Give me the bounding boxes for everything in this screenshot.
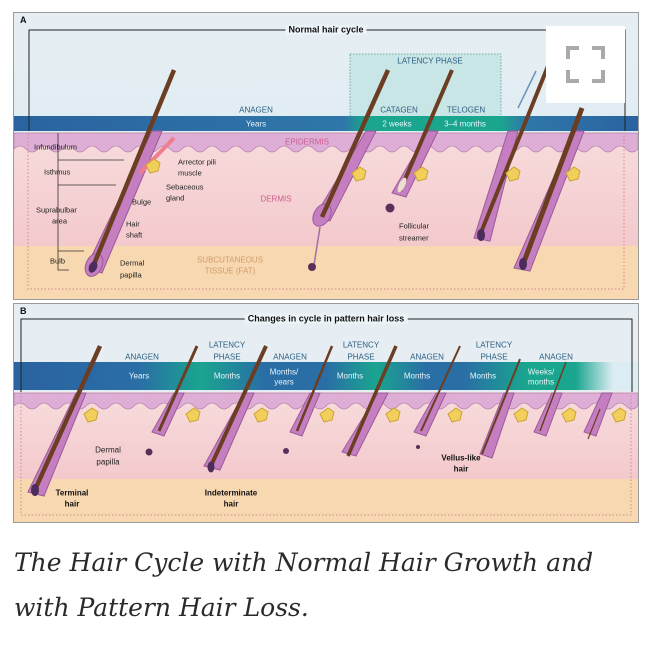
phase-duration: Months <box>213 371 241 381</box>
infundibulum-label: Infundibulum <box>34 142 77 152</box>
dermal-papilla-label: papilla <box>96 457 120 467</box>
panel-pattern-hair-loss: B Changes in cycle in pattern hair loss … <box>13 303 639 523</box>
subcutaneous-label: SUBCUTANEOUS <box>196 255 264 265</box>
epidermis-layer <box>14 132 638 153</box>
caption-line: with Pattern Hair Loss. <box>14 593 309 622</box>
isthmus-label: Isthmus <box>44 167 71 177</box>
phase-duration: Months/ <box>269 367 299 377</box>
follicular-streamer-label: streamer <box>399 233 429 243</box>
hair-shaft-label: Hair <box>126 219 140 229</box>
arrector-pili-label: Arrector pili <box>178 157 216 167</box>
phase-name: PHASE <box>480 352 508 362</box>
follicular-streamer-label: Follicular <box>399 221 430 231</box>
panel-title: Normal hair cycle <box>285 25 367 35</box>
phase-name: ANAGEN <box>125 352 159 362</box>
phase-name: ANAGEN <box>273 352 307 362</box>
phase-name: ANAGEN <box>410 352 444 362</box>
sebaceous-gland-label: gland <box>166 193 185 203</box>
panel-normal-hair-cycle: A Normal hair cycle LATENCY PHASE ANAGEN… <box>13 12 639 300</box>
terminal-hair-label: hair <box>64 499 80 509</box>
normal-cycle-illustration <box>14 13 638 299</box>
bulge-label: Bulge <box>132 197 152 207</box>
shedding-arrow <box>517 70 537 109</box>
phase-duration: Weeks/ <box>527 367 555 377</box>
epidermis-label: EPIDERMIS <box>284 137 330 147</box>
phase-name: PHASE <box>213 352 241 362</box>
sebaceous-gland-label: Sebaceous <box>166 182 204 192</box>
phase-name: PHASE <box>347 352 375 362</box>
suprabulbar-label: Suprabulbar <box>36 205 77 215</box>
phase-duration: years <box>274 377 294 387</box>
phase-duration: Months <box>469 371 497 381</box>
caption-line: The Hair Cycle with Normal Hair Growth a… <box>14 548 594 577</box>
subcutaneous-label: TISSUE (FAT) <box>204 266 256 276</box>
vellus-like-hair-label: Vellus-like <box>441 453 481 463</box>
terminal-hair-label: Terminal <box>55 488 89 498</box>
phase-name: LATENCY <box>208 340 246 350</box>
phase-duration: Months <box>403 371 431 381</box>
suprabulbar-label: area <box>52 216 68 226</box>
phase-duration: months <box>527 377 555 387</box>
hair-shaft-anagen <box>89 69 177 270</box>
expand-button[interactable] <box>546 26 625 103</box>
bulb-label: Bulb <box>50 256 66 266</box>
dermal-papilla-label: Dermal <box>95 445 121 455</box>
panel-letter: A <box>20 15 27 25</box>
follicles <box>27 345 627 497</box>
latency-phase-label: LATENCY PHASE <box>397 56 463 66</box>
hair-shaft-label: shaft <box>126 230 143 240</box>
phase-band <box>14 116 638 131</box>
indeterminate-hair-label: hair <box>223 499 239 509</box>
phase-duration: Years <box>128 371 150 381</box>
panel-letter: B <box>20 306 27 316</box>
figure-caption: The Hair Cycle with Normal Hair Growth a… <box>14 540 593 630</box>
phase-name: LATENCY <box>475 340 513 350</box>
phase-name: LATENCY <box>342 340 380 350</box>
phase-duration: Months <box>336 371 364 381</box>
expand-icon <box>566 46 605 83</box>
indeterminate-hair-label: Indeterminate <box>204 488 258 498</box>
dermal-papilla-label: papilla <box>120 270 142 280</box>
follicles <box>84 60 585 277</box>
phase-name: ANAGEN <box>239 105 273 115</box>
phase-duration: 3–4 months <box>444 119 486 129</box>
vellus-like-hair-label: hair <box>453 464 469 474</box>
arrector-pili-label: muscle <box>178 168 202 178</box>
phase-name: CATAGEN <box>380 105 418 115</box>
phase-band <box>14 362 638 390</box>
phase-duration: Years <box>245 119 267 129</box>
phase-duration: 2 weeks <box>382 119 412 129</box>
dermis-label: DERMIS <box>260 194 292 204</box>
phase-name: ANAGEN <box>539 352 573 362</box>
dermal-papilla-label: Dermal <box>120 258 145 268</box>
panel-title: Changes in cycle in pattern hair loss <box>244 314 408 324</box>
pattern-loss-illustration <box>14 304 638 522</box>
phase-name: TELOGEN <box>446 105 486 115</box>
